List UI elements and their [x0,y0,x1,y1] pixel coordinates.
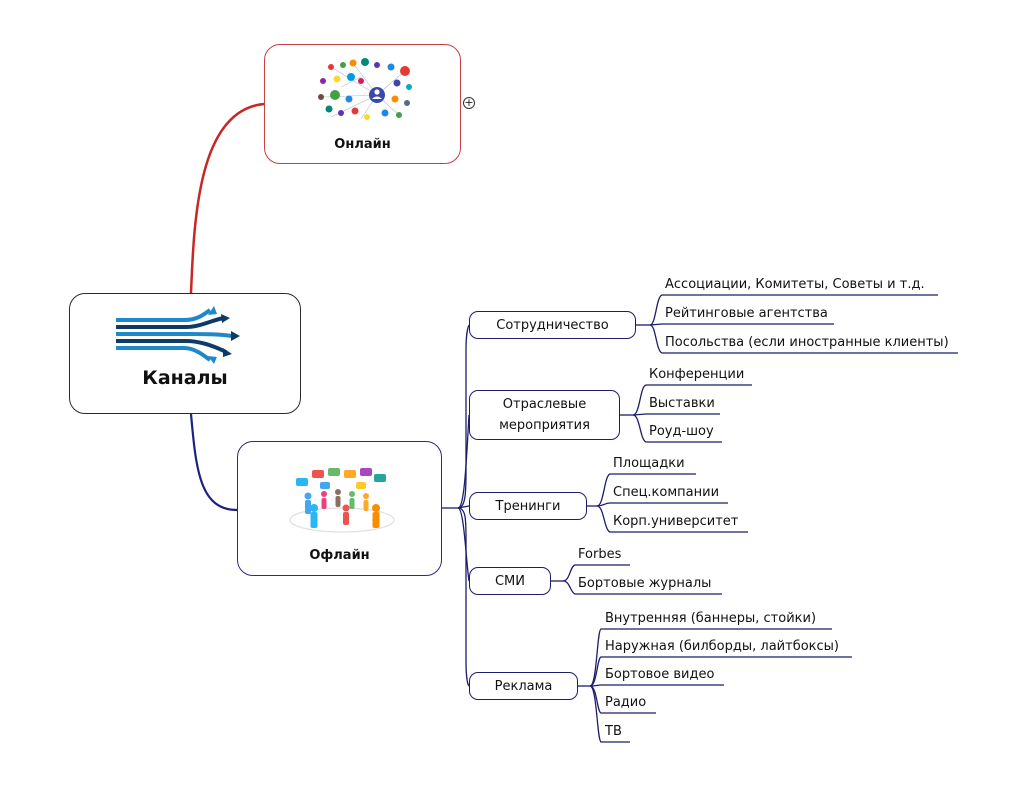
expand-online-icon[interactable]: + [463,96,475,109]
leaf-tv[interactable]: ТВ [605,724,622,739]
leaf-radio[interactable]: Радио [605,695,647,710]
leaf-inflight-magazines[interactable]: Бортовые журналы [578,576,712,591]
leaf-forbes[interactable]: Forbes [578,547,622,562]
leaf-conferences[interactable]: Конференции [649,367,745,382]
leaf-venues[interactable]: Площадки [613,456,685,471]
category-trainings[interactable]: Тренинги [469,492,587,520]
online-label: Онлайн [334,137,391,152]
leaf-indoor[interactable]: Внутренняя (баннеры, стойки) [605,611,817,626]
leaf-inflight-video[interactable]: Бортовое видео [605,667,715,682]
category-cooperation[interactable]: Сотрудничество [469,311,636,339]
channels-arrows-icon [116,306,240,364]
offline-node[interactable]: Офлайн [237,441,442,576]
root-title: Каналы [142,367,228,389]
root-node-channels[interactable]: Каналы [69,293,301,414]
leaf-associations[interactable]: Ассоциации, Комитеты, Советы и т.д. [665,277,925,292]
people-discussion-icon [289,468,395,533]
offline-label: Офлайн [309,548,370,563]
category-industry-events[interactable]: Отраслевые мероприятия [469,390,620,440]
online-node[interactable]: Онлайн [264,44,461,164]
leaf-exhibitions[interactable]: Выставки [649,396,715,411]
category-media[interactable]: СМИ [469,567,551,595]
leaf-embassies[interactable]: Посольства (если иностранные клиенты) [665,335,949,350]
leaf-corporate-university[interactable]: Корп.университет [613,514,739,529]
leaf-special-companies[interactable]: Спец.компании [613,485,720,500]
social-network-icon [318,58,412,120]
leaf-roadshow[interactable]: Роуд-шоу [649,424,714,439]
leaf-outdoor[interactable]: Наружная (билборды, лайтбоксы) [605,639,840,654]
category-advertising[interactable]: Реклама [469,672,578,700]
leaf-rating-agencies[interactable]: Рейтинговые агентства [665,306,828,321]
